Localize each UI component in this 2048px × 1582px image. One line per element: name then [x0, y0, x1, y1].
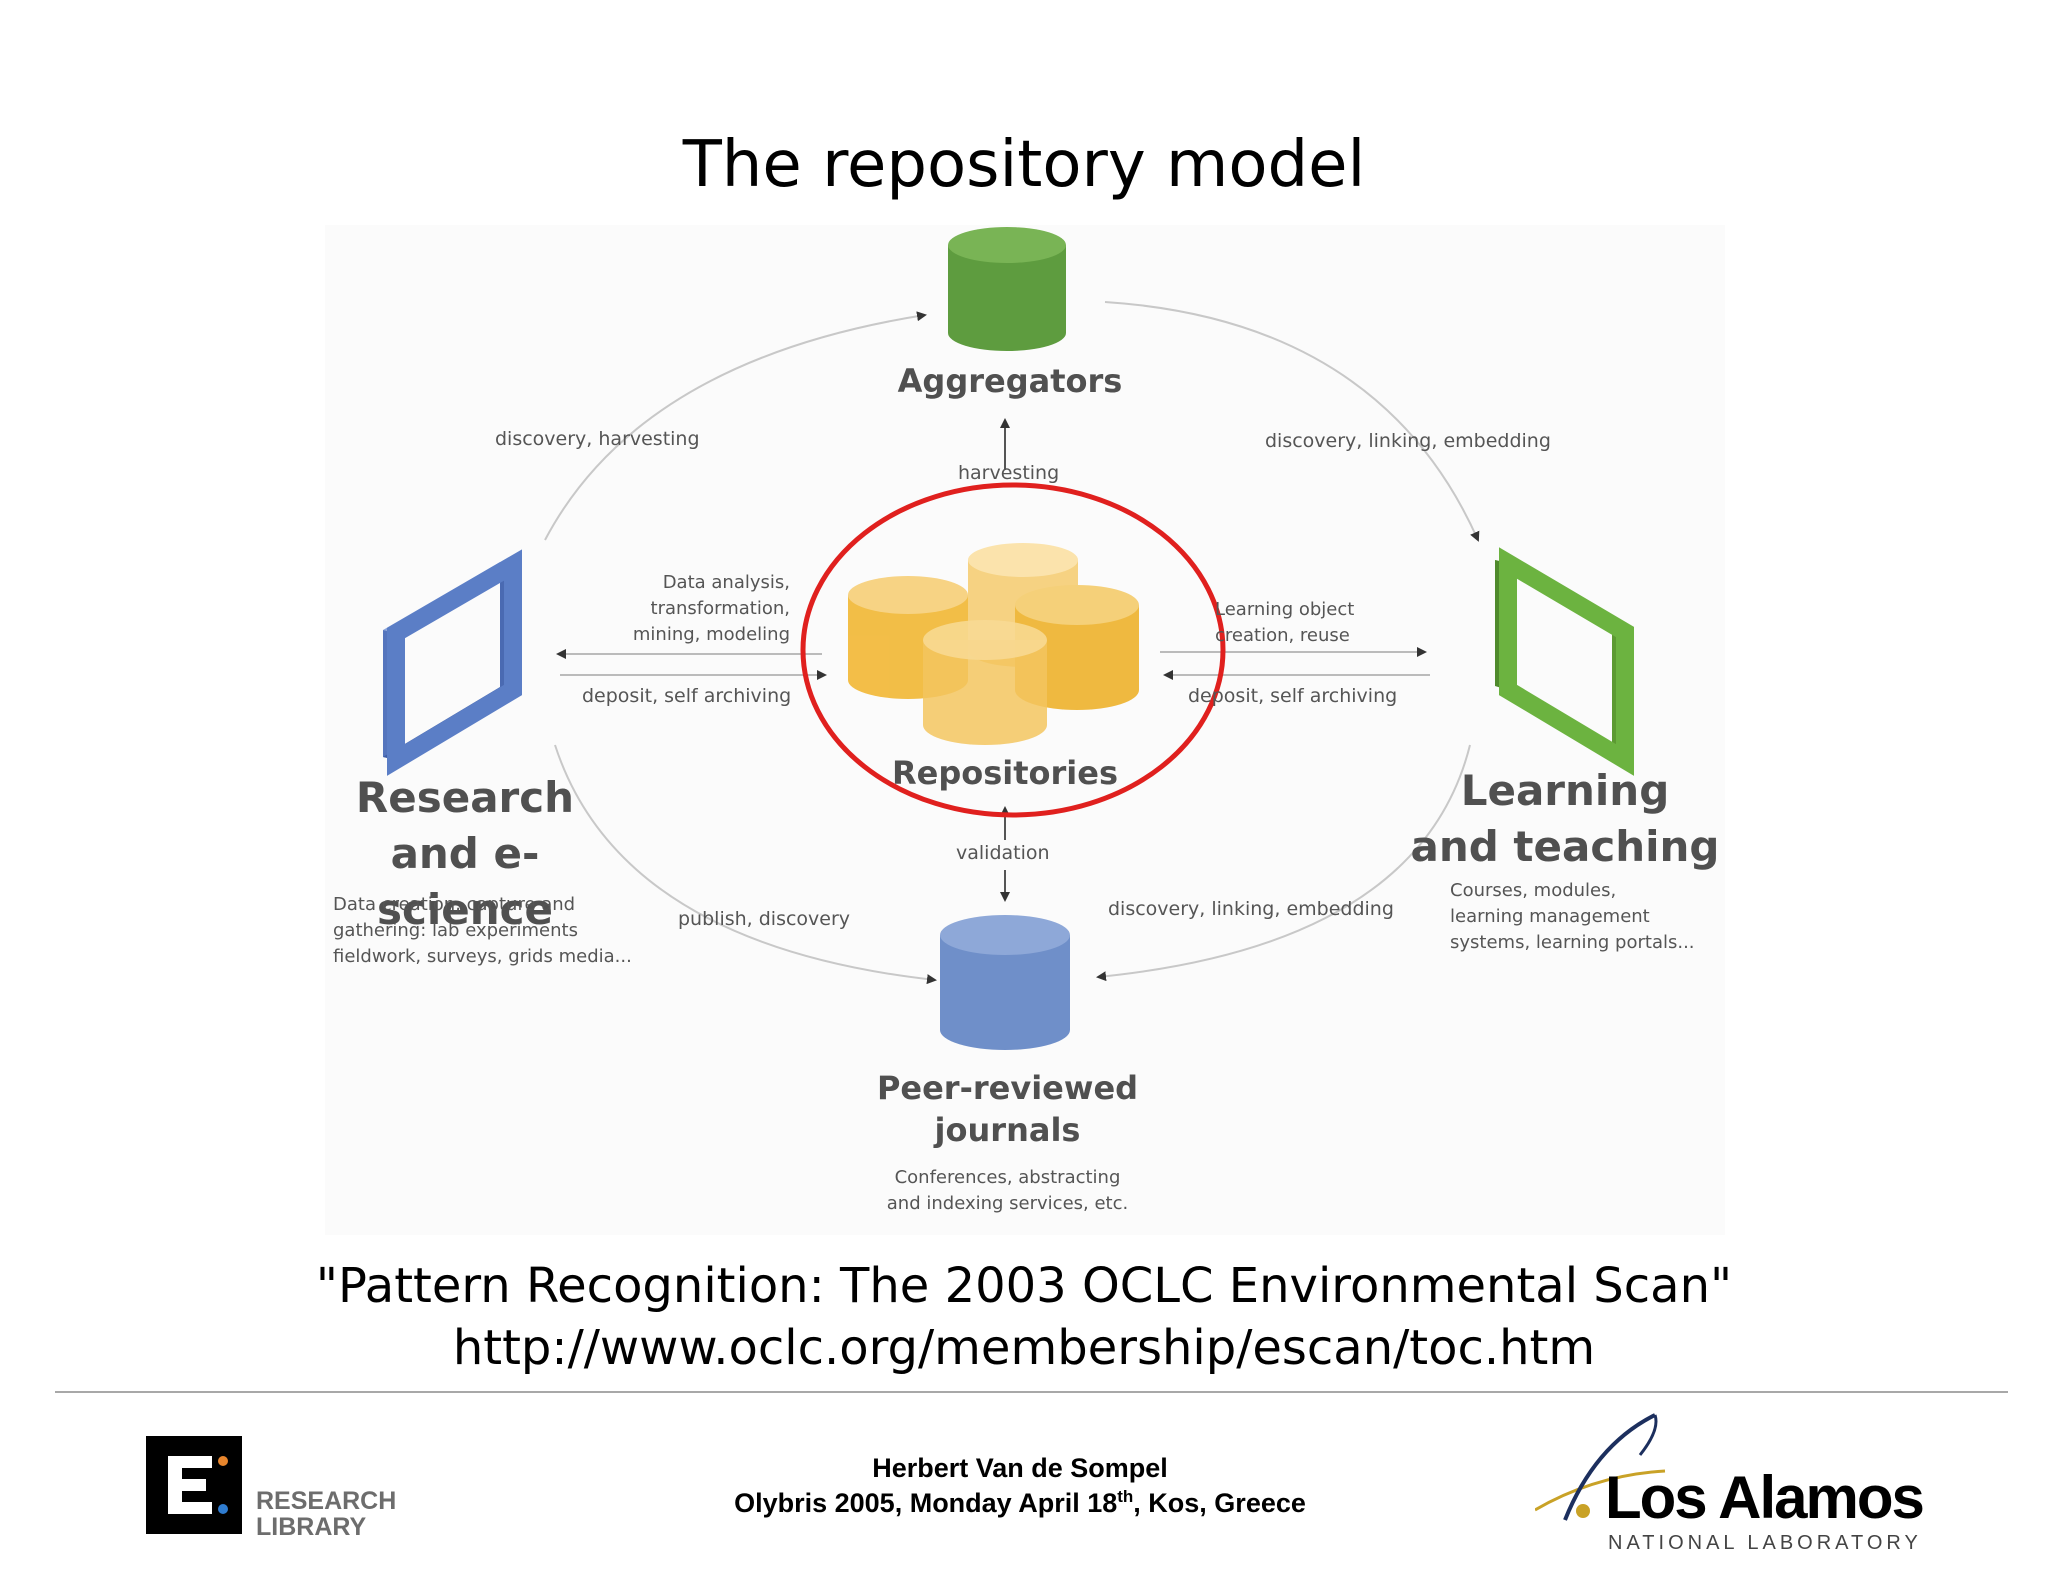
- learning-frame: [1495, 547, 1634, 776]
- research-desc-line1: Data creation, capture and: [333, 894, 576, 915]
- label-data-analysis-line2: transformation,: [650, 598, 790, 619]
- label-learning-object-line1: Learning object: [1215, 599, 1355, 620]
- learning-desc-line2: learning management: [1450, 906, 1650, 927]
- arc-aggregators-to-learning: [1104, 301, 1480, 542]
- research-title: Research and e-science: [305, 770, 625, 938]
- aggregators-cylinder: [948, 227, 1066, 351]
- label-deposit-left: deposit, self archiving: [582, 685, 792, 707]
- learning-title: Learning and teaching: [1405, 763, 1725, 875]
- arc-research-to-journals: [554, 744, 937, 985]
- los-alamos-sub: NATIONAL LABORATORY: [1608, 1532, 1922, 1554]
- citation-url: http://www.oclc.org/membership/escan/toc…: [452, 1320, 1596, 1376]
- journals-title-line2: journals: [934, 1111, 1081, 1149]
- research-title-line2: and e-science: [376, 829, 554, 934]
- label-learning-object: Learning object creation, reuse: [1215, 597, 1354, 649]
- label-discovery-linking-bottom: discovery, linking, embedding: [1108, 898, 1394, 920]
- journals-description: Conferences, abstracting and indexing se…: [855, 1165, 1160, 1217]
- research-library-line1: RESEARCH: [256, 1487, 397, 1515]
- label-discovery-harvesting: discovery, harvesting: [495, 428, 700, 450]
- journals-title: Peer-reviewed journals: [855, 1067, 1160, 1151]
- los-alamos-name: Los Alamos: [1605, 1464, 1925, 1531]
- label-discovery-linking-top: discovery, linking, embedding: [1265, 430, 1551, 452]
- research-library-line2: LIBRARY: [256, 1513, 367, 1541]
- citation-title: "Pattern Recognition: The 2003 OCLC Envi…: [315, 1258, 1733, 1314]
- journals-cylinder: [940, 915, 1070, 1050]
- journals-title-line1: Peer-reviewed: [876, 1069, 1139, 1107]
- label-data-analysis: Data analysis, transformation, mining, m…: [590, 570, 790, 648]
- learning-desc-line1: Courses, modules,: [1450, 880, 1617, 901]
- label-learning-object-line2: creation, reuse: [1215, 625, 1350, 646]
- footer-event-end: , Kos, Greece: [1133, 1488, 1306, 1518]
- arc-learning-to-journals: [1096, 744, 1471, 982]
- learning-desc-line3: systems, learning portals...: [1450, 932, 1695, 953]
- repositories-title: Repositories: [891, 754, 1119, 792]
- arc-research-to-aggregators: [544, 311, 927, 541]
- footer-event: Olybris 2005, Monday April 18th, Kos, Gr…: [640, 1487, 1400, 1519]
- highlight-ellipse: [800, 482, 1226, 818]
- research-desc-line2: gathering: lab experiments: [333, 920, 578, 941]
- slide-title: The repository model: [682, 128, 1366, 202]
- research-title-line1: Research: [355, 773, 575, 822]
- footer-author: Herbert Van de Sompel: [872, 1453, 1168, 1483]
- label-publish-discovery: publish, discovery: [678, 908, 851, 930]
- research-frame: [383, 549, 522, 776]
- footer-divider: [55, 1391, 2008, 1393]
- aggregators-title: Aggregators: [897, 362, 1123, 400]
- research-desc-line3: fieldwork, surveys, grids media...: [333, 946, 632, 967]
- label-data-analysis-line1: Data analysis,: [662, 572, 790, 593]
- journals-desc-line1: Conferences, abstracting: [894, 1167, 1121, 1188]
- footer-event-main: Olybris 2005, Monday April 18: [734, 1488, 1118, 1518]
- los-alamos-orbit-icon: [1535, 1413, 1666, 1521]
- label-harvesting: harvesting: [958, 462, 1060, 484]
- label-data-analysis-line3: mining, modeling: [632, 624, 790, 645]
- journals-desc-line2: and indexing services, etc.: [886, 1193, 1129, 1214]
- research-library-logo: [146, 1436, 242, 1534]
- learning-title-line1: Learning: [1460, 766, 1670, 815]
- label-deposit-right: deposit, self archiving: [1188, 685, 1398, 707]
- label-validation: validation: [956, 842, 1050, 864]
- learning-title-line2: and teaching: [1410, 822, 1720, 871]
- research-library-text: RESEARCH LIBRARY: [256, 1488, 396, 1540]
- learning-description: Courses, modules, learning management sy…: [1450, 878, 1770, 956]
- footer-event-sup: th: [1117, 1487, 1134, 1506]
- repositories-cylinders: [848, 543, 1139, 745]
- research-description: Data creation, capture and gathering: la…: [333, 892, 683, 970]
